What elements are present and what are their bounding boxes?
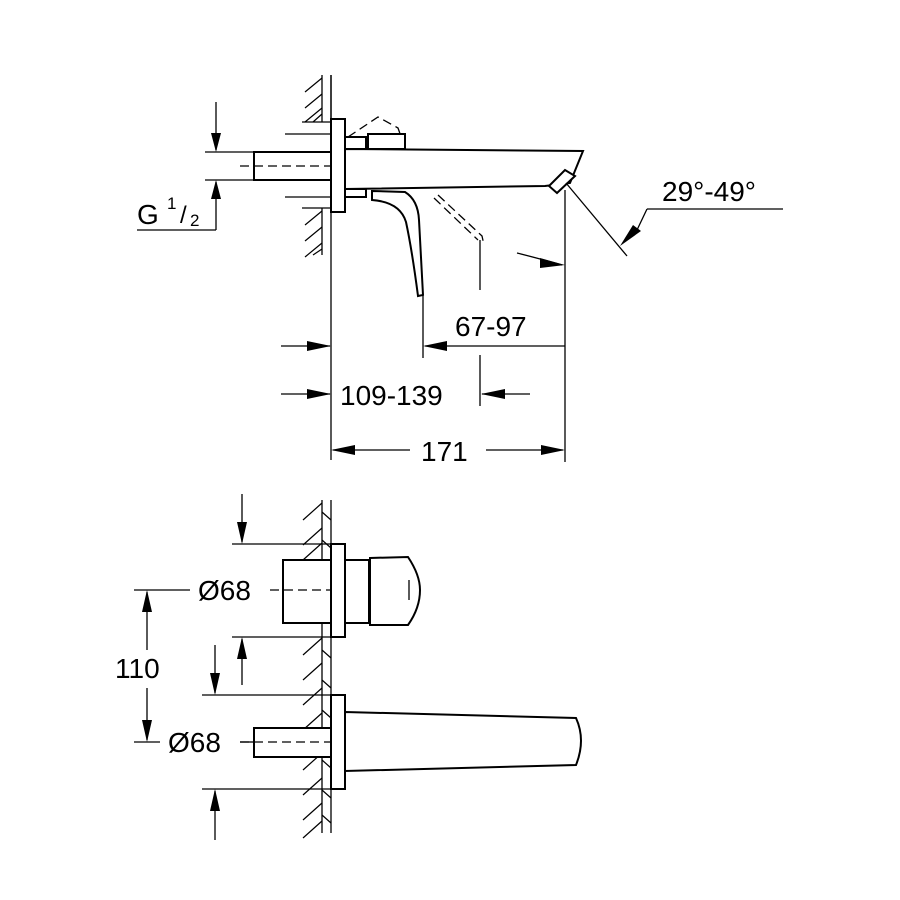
lower-diameter-label: Ø68 (168, 727, 221, 758)
svg-text:171: 171 (421, 436, 468, 467)
lower-wall-plate (330, 694, 346, 790)
dim-110: 110 (115, 590, 160, 743)
wall-plate (330, 118, 346, 213)
spout (344, 147, 585, 191)
svg-text:110: 110 (115, 653, 160, 684)
svg-text:2: 2 (190, 211, 199, 230)
lever (371, 189, 425, 298)
dim-171: 171 (331, 436, 565, 467)
front-spout (344, 710, 582, 773)
upper-wall-plate (330, 543, 346, 638)
svg-text:109-139: 109-139 (340, 380, 443, 411)
dim-67-97: 67-97 (423, 311, 565, 351)
svg-text:/: / (180, 202, 187, 229)
angle-dimension: 29°-49° (516, 176, 783, 268)
svg-text:1: 1 (167, 194, 176, 213)
upper-diameter-label: Ø68 (198, 575, 251, 606)
handle-knob (369, 555, 422, 626)
angle-label: 29°-49° (662, 176, 756, 207)
svg-text:67-97: 67-97 (455, 311, 527, 342)
wall-hatch-lower (302, 207, 332, 460)
side-view: G 1 / 2 29°-49° 67-97 (137, 75, 783, 467)
dim-109-139: 109-139 (340, 380, 530, 411)
front-view: Ø68 110 Ø68 (115, 494, 582, 840)
thread-dimension: G 1 / 2 (137, 102, 254, 231)
inlet-pipe (253, 151, 332, 181)
aerator (547, 168, 577, 195)
thread-label: G (137, 199, 159, 230)
wall-hatch-upper (302, 75, 332, 123)
